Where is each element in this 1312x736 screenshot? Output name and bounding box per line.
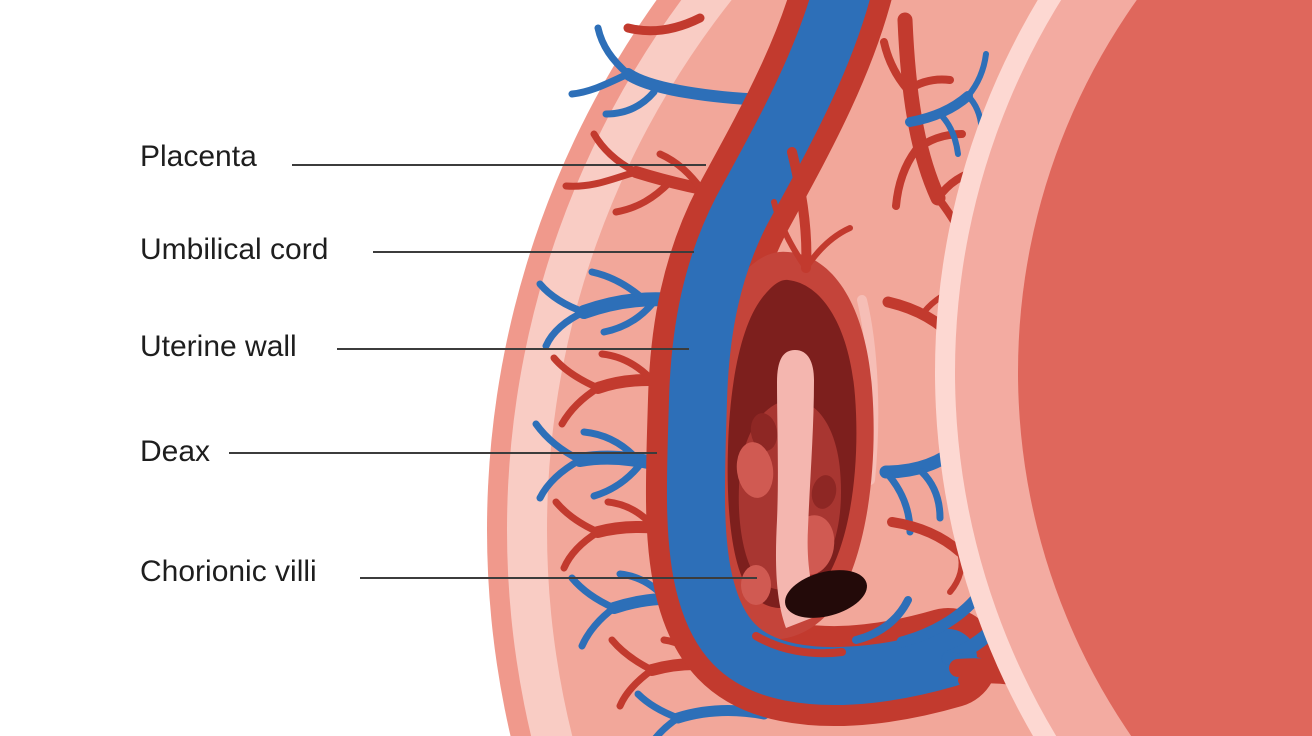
amniotic-cavity — [1018, 0, 1312, 736]
label-chorionic-villi: Chorionic villi — [140, 555, 317, 588]
placenta-sac — [697, 251, 879, 640]
label-placenta: Placenta — [140, 140, 257, 173]
leader-chorionic-villi — [360, 577, 757, 579]
label-umbilical-cord: Umbilical cord — [140, 233, 329, 266]
sac-opening — [785, 570, 867, 618]
leader-uterine-wall — [337, 348, 689, 350]
leader-umbilical-cord — [373, 251, 694, 253]
label-uterine-wall: Uterine wall — [140, 330, 297, 363]
leader-deax — [229, 452, 657, 454]
cord-insertion-stalk — [775, 350, 822, 628]
leader-placenta — [292, 164, 706, 166]
label-deax: Deax — [140, 435, 211, 468]
